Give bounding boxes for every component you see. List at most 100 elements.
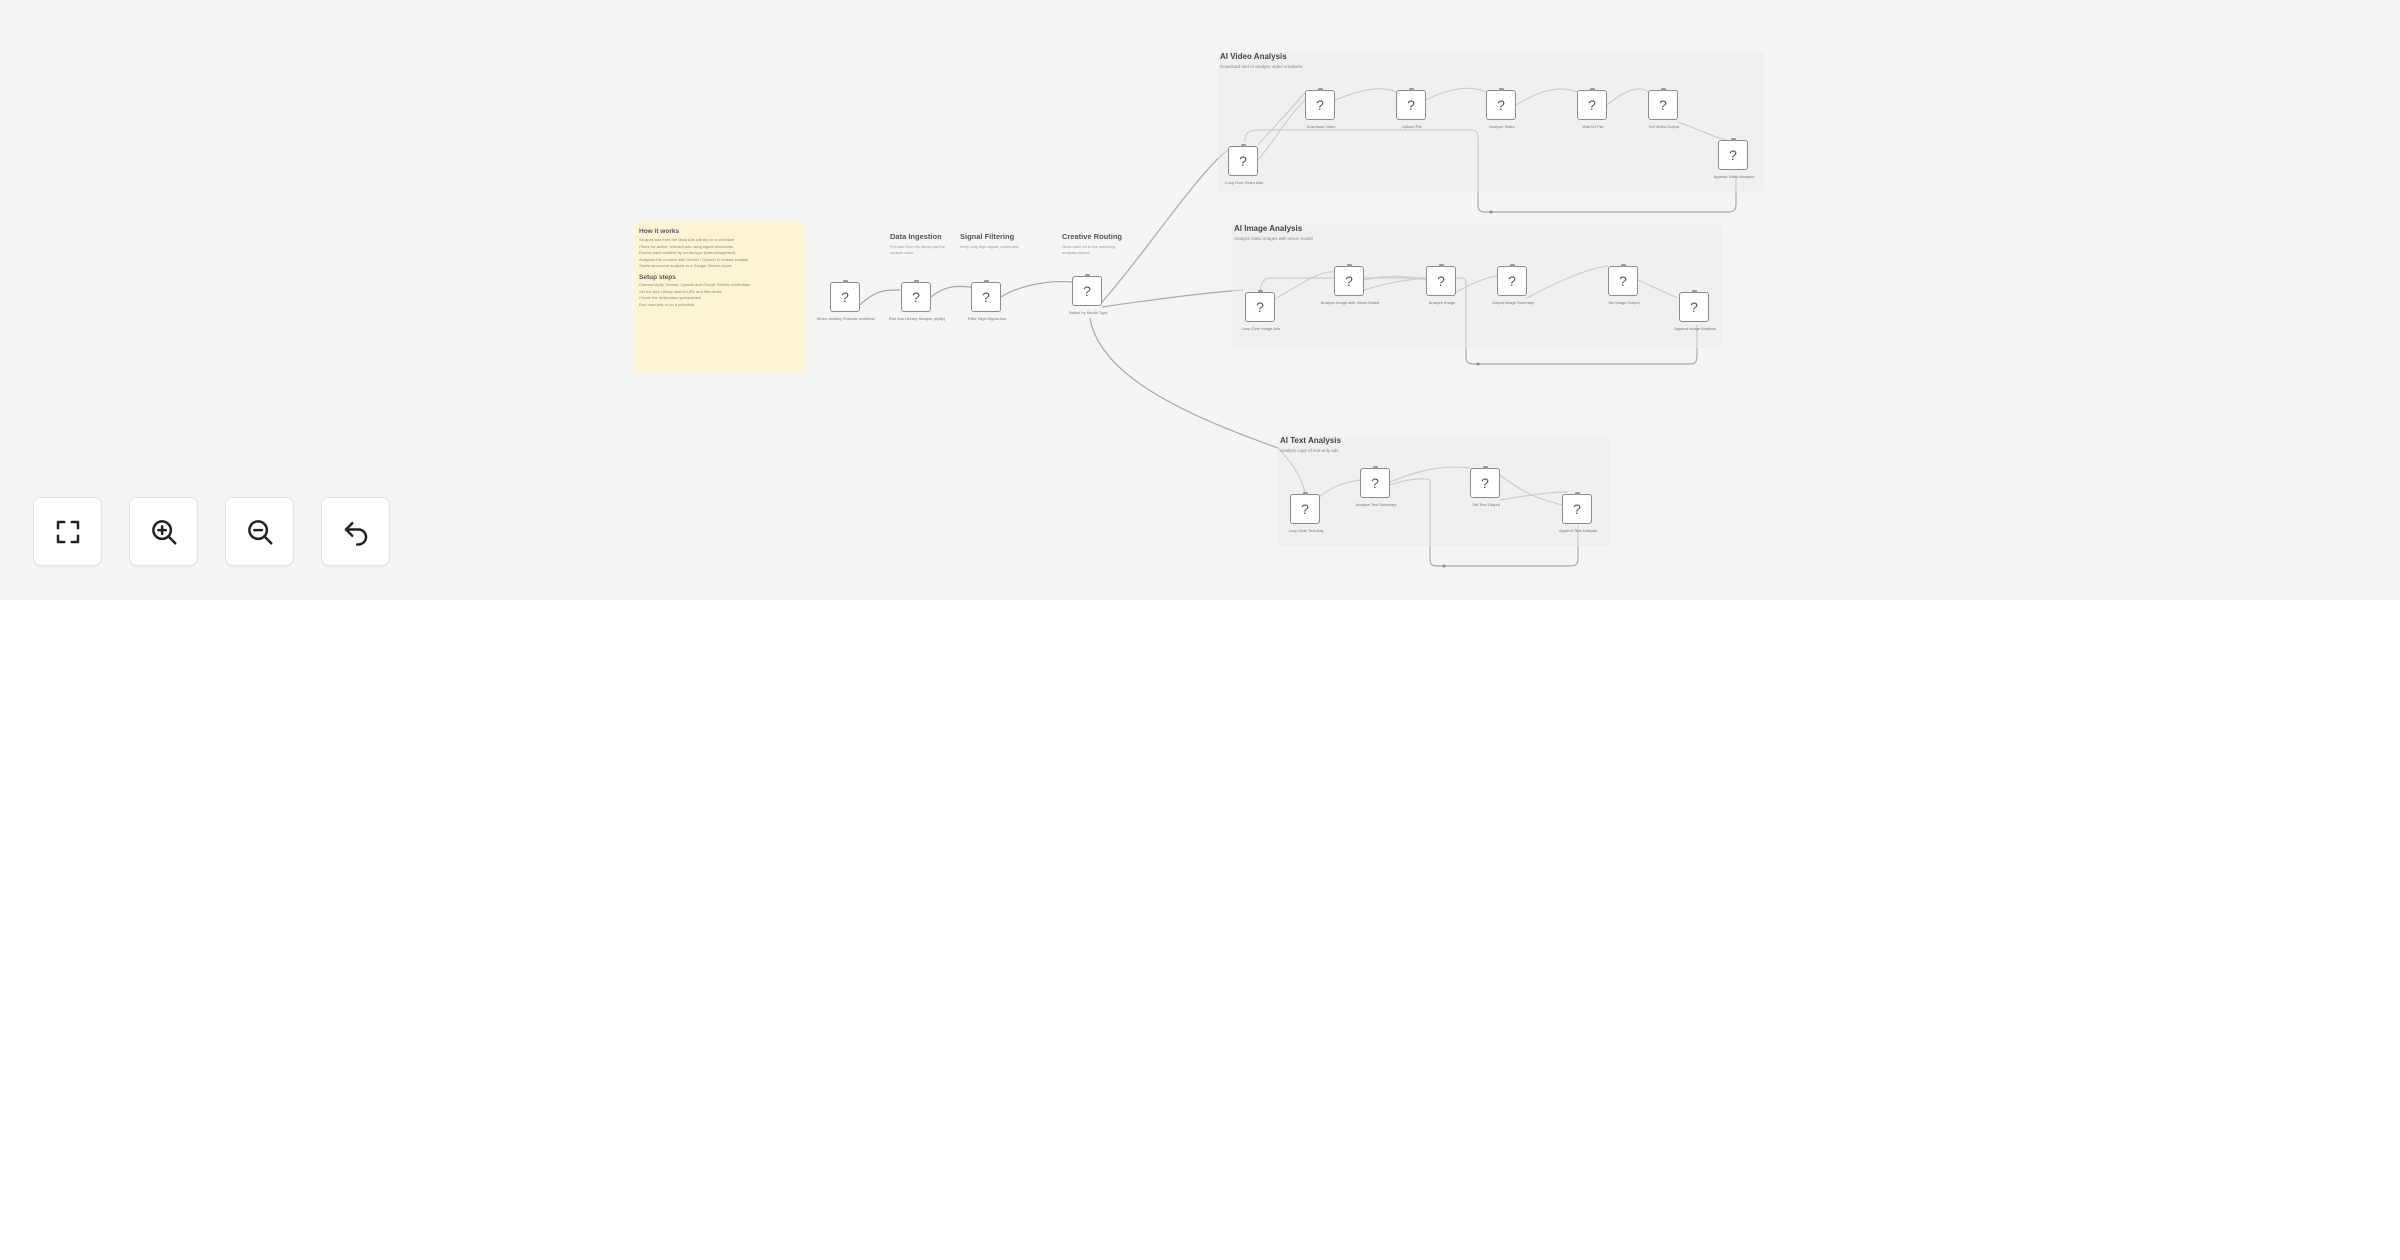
unknown-node-icon: ? [1256,299,1264,315]
node-image-loop[interactable]: ? Loop Over Image Ads [1242,290,1280,331]
sticky-line: Filters for active, relevant ads using s… [639,243,734,249]
unknown-node-icon: ? [1588,97,1596,113]
unknown-node-icon: ? [1437,273,1445,289]
group-title: AI Image Analysis [1234,224,1303,233]
node-label: Append Text Analysis [1559,528,1597,533]
unknown-node-icon: ? [1481,475,1489,491]
note-title: Signal Filtering [960,232,1015,241]
node-label: Set Image Output [1608,300,1640,305]
node-video-set[interactable]: ? Set Video Output [1648,88,1679,129]
workflow-canvas[interactable]: AI Video Analysis Download and AI analyz… [0,0,2400,600]
reset-zoom-button[interactable] [321,497,390,566]
note-desc: Send each ad to the matching analysis br… [1062,244,1116,255]
unknown-node-icon: ? [1239,153,1247,169]
node-video-upload[interactable]: ? Upload File [1396,88,1426,129]
node-label: Analyze Image with Vision Model [1320,300,1380,305]
group-ai-video-analysis[interactable]: AI Video Analysis Download and AI analyz… [1218,52,1764,192]
note-desc: Keep only high-signal, active ads [960,244,1019,249]
unknown-node-icon: ? [1690,299,1698,315]
unknown-node-icon: ? [1316,97,1324,113]
node-text-summary[interactable]: ? Analyze Text Summary [1356,466,1396,507]
unknown-node-icon: ? [841,289,849,305]
sticky-setup-title: Setup steps [639,273,676,281]
group-subtitle: Download and AI analyze video creatives [1220,64,1303,69]
node-label: When clicking 'Execute workflow' [816,316,876,321]
node-switch-media[interactable]: ? Switch by Media Type [1069,274,1107,315]
unknown-node-icon: ? [1508,273,1516,289]
node-label: Set Text Output [1472,502,1500,507]
sticky-line: Create the destination spreadsheet [639,295,702,301]
node-label: Analyze Image [1428,300,1456,305]
node-label: Loop Over Text Ads [1288,528,1324,533]
sticky-title: How it works [639,228,680,235]
node-video-loop[interactable]: ? Loop Over Video Ads [1225,144,1263,185]
unknown-node-icon: ? [1345,273,1353,289]
node-video-append[interactable]: ? Append Video Analysis [1714,138,1754,179]
unknown-node-icon: ? [1301,501,1309,517]
sticky-line: Analyzes the creative with Gemini / Open… [639,256,749,262]
sticky-line: Routes each creative by media type (vide… [639,250,736,256]
node-ads-scraper[interactable]: ? Run Ads Library Scraper (Apify) [889,280,945,321]
zoom-in-icon [151,519,176,544]
group-title: AI Video Analysis [1220,52,1287,61]
unknown-node-icon: ? [1659,97,1667,113]
node-label: Analyze Text Summary [1355,502,1397,507]
group-subtitle: Analyze copy of text-only ads [1280,448,1339,453]
note-creative-routing[interactable]: Creative Routing Send each ad to the mat… [1062,232,1122,255]
note-desc: Pull ads from the library via the scrape… [890,244,945,255]
unknown-node-icon: ? [1083,283,1091,299]
undo-icon [344,521,367,546]
group-title: AI Text Analysis [1280,436,1341,445]
unknown-node-icon: ? [1407,97,1415,113]
note-data-ingestion[interactable]: Data Ingestion Pull ads from the library… [890,232,950,255]
unknown-node-icon: ? [1371,475,1379,491]
unknown-node-icon: ? [982,289,990,305]
node-label: Download Video [1306,124,1336,129]
sticky-line: Run manually or on a schedule [639,301,695,307]
zoom-to-fit-button[interactable] [33,497,102,566]
unknown-node-icon: ? [1497,97,1505,113]
node-video-analyze[interactable]: ? Analyze Video [1486,88,1516,129]
node-label: Append Image Analysis [1674,326,1716,331]
node-label: Set Video Output [1648,124,1680,129]
zoom-out-icon [247,519,272,544]
note-title: Data Ingestion [890,232,942,241]
sticky-line: Connect Apify, Gemini, OpenAI and Google… [639,281,750,287]
node-text-set[interactable]: ? Set Text Output [1470,466,1500,507]
node-label: Wait for File [1582,124,1604,129]
node-manual-trigger[interactable]: ? When clicking 'Execute workflow' [817,280,875,321]
node-image-analyze[interactable]: ? Analyze Image [1426,264,1456,305]
node-image-set[interactable]: ? Set Image Output [1608,264,1640,305]
node-filter-ads[interactable]: ? Filter High-Signal Ads [968,280,1006,321]
node-label: Upload File [1401,124,1423,129]
group-subtitle: Analyze static images with vision model [1234,236,1314,241]
node-image-vision[interactable]: ? Analyze Image with Vision Model [1321,264,1379,305]
zoom-out-button[interactable] [225,497,294,566]
node-image-summary[interactable]: ? Output Image Summary [1492,264,1534,305]
node-label: Output Image Summary [1491,300,1535,305]
node-label: Run Ads Library Scraper (Apify) [888,316,946,321]
node-text-append[interactable]: ? Append Text Analysis [1559,492,1597,533]
node-video-wait[interactable]: ? Wait for File [1577,88,1607,129]
node-label: Analyze Video [1489,124,1515,129]
node-image-append[interactable]: ? Append Image Analysis [1674,290,1716,331]
group-ai-text-analysis[interactable]: AI Text Analysis Analyze copy of text-on… [1278,436,1610,546]
node-label: Filter High-Signal Ads [967,316,1007,321]
sticky-note-how-it-works[interactable]: How it works Scrapes ads from the Meta A… [634,222,805,374]
sticky-line: Set the Ads Library search URL and filte… [639,288,722,294]
unknown-node-icon: ? [1619,273,1627,289]
node-text-loop[interactable]: ? Loop Over Text Ads [1289,492,1323,533]
node-label: Switch by Media Type [1068,310,1108,315]
group-ai-image-analysis[interactable]: AI Image Analysis Analyze static images … [1232,224,1722,348]
node-label: Loop Over Image Ads [1241,326,1281,331]
node-label: Append Video Analysis [1713,174,1755,179]
note-title: Creative Routing [1062,232,1123,241]
fullscreen-icon [56,520,79,543]
node-video-download[interactable]: ? Download Video [1305,88,1336,129]
sticky-line: Scrapes ads from the Meta Ads Library on… [639,237,735,242]
unknown-node-icon: ? [912,289,920,305]
zoom-in-button[interactable] [129,497,198,566]
note-signal-filtering[interactable]: Signal Filtering Keep only high-signal, … [960,232,1020,250]
unknown-node-icon: ? [1729,147,1737,163]
unknown-node-icon: ? [1573,501,1581,517]
